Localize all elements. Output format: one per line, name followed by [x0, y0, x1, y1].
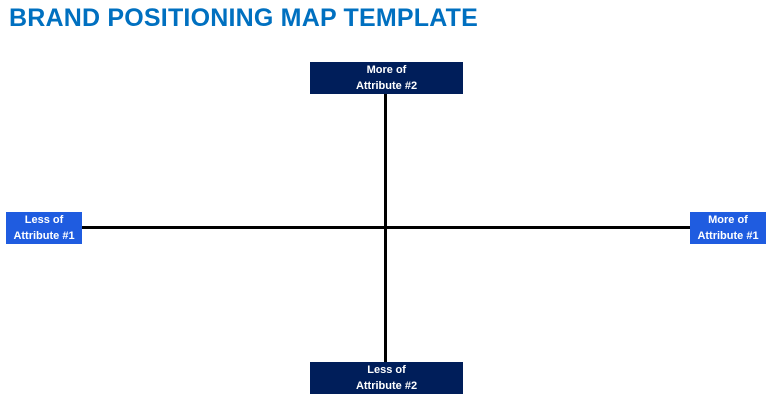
label-line1: More of	[708, 214, 748, 226]
vertical-axis	[384, 93, 387, 364]
label-line1: Less of	[24, 214, 64, 226]
label-line2: Attribute #2	[355, 80, 418, 92]
label-line1: More of	[366, 64, 407, 76]
page-title: BRAND POSITIONING MAP TEMPLATE	[9, 4, 478, 32]
label-line2: Attribute #2	[355, 380, 418, 392]
label-more-attribute-2: More of Attribute #2	[310, 62, 463, 94]
label-line1: Less of	[367, 364, 406, 376]
label-less-attribute-2: Less of Attribute #2	[310, 362, 463, 394]
label-line2: Attribute #1	[13, 230, 75, 242]
label-more-attribute-1: More of Attribute #1	[690, 212, 766, 244]
label-line2: Attribute #1	[697, 230, 759, 242]
label-less-attribute-1: Less of Attribute #1	[6, 212, 82, 244]
